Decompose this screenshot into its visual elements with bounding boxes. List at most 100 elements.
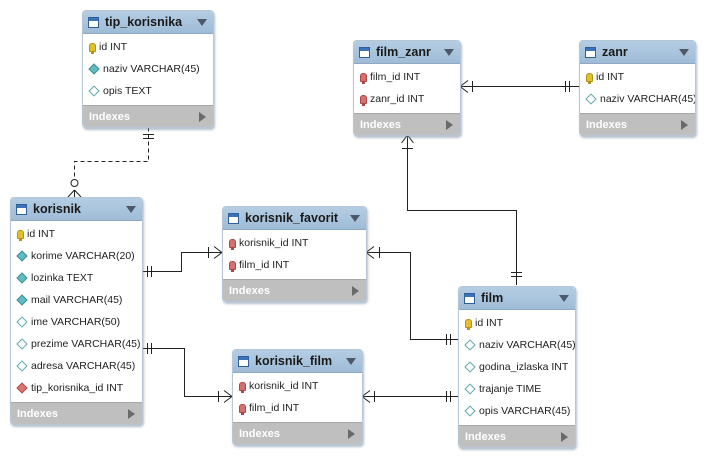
- entity-korisnik-favorit[interactable]: korisnik_favorit korisnik_id INT film_id…: [222, 206, 367, 302]
- entity-korisnik-film[interactable]: korisnik_film korisnik_id INT film_id IN…: [232, 349, 363, 445]
- nullable-column-icon: [464, 361, 476, 373]
- primary-key-icon: [586, 72, 593, 84]
- collapse-arrow-icon[interactable]: [197, 18, 207, 26]
- column-label: korisnik_id INT: [239, 237, 309, 249]
- column-row[interactable]: korisnik_id INT: [233, 375, 362, 397]
- entity-header[interactable]: korisnik_favorit: [223, 207, 366, 230]
- column-row[interactable]: id INT: [459, 312, 575, 334]
- nullable-column-icon: [464, 339, 476, 351]
- column-row[interactable]: id INT: [11, 223, 142, 245]
- column-row[interactable]: korime VARCHAR(20): [11, 245, 142, 267]
- column-list: id INT naziv VARCHAR(45) opis TEXT: [83, 34, 213, 105]
- column-label: korime VARCHAR(20): [31, 250, 135, 262]
- column-label: id INT: [475, 317, 504, 329]
- indexes-section[interactable]: Indexes: [580, 113, 695, 135]
- column-row[interactable]: lozinka TEXT: [11, 267, 142, 289]
- column-row[interactable]: id INT: [83, 36, 213, 58]
- collapse-arrow-icon[interactable]: [350, 214, 360, 222]
- entity-header[interactable]: film_zanr: [354, 41, 460, 64]
- foreign-primary-key-icon: [239, 403, 246, 415]
- column-label: naziv VARCHAR(45): [479, 339, 576, 351]
- column-row[interactable]: film_id INT: [223, 254, 366, 276]
- nullable-column-icon: [585, 93, 597, 105]
- foreign-primary-key-icon: [229, 238, 236, 250]
- collapse-arrow-icon[interactable]: [679, 48, 689, 56]
- entity-title: korisnik: [33, 202, 81, 216]
- column-row[interactable]: film_id INT: [354, 66, 460, 88]
- column-row[interactable]: trajanje TIME: [459, 378, 575, 400]
- entity-header[interactable]: zanr: [580, 41, 695, 64]
- indexes-section[interactable]: Indexes: [354, 113, 460, 135]
- column-label: ime VARCHAR(50): [31, 316, 121, 328]
- collapse-arrow-icon[interactable]: [126, 205, 136, 213]
- indexes-section[interactable]: Indexes: [83, 105, 213, 127]
- column-list: id INT naziv VARCHAR(45) godina_izlaska …: [459, 310, 575, 425]
- entity-title: tip_korisnika: [105, 15, 183, 29]
- nullable-column-icon: [16, 360, 28, 372]
- not-null-column-icon: [16, 272, 28, 284]
- column-row[interactable]: prezime VARCHAR(45): [11, 333, 142, 355]
- indexes-section[interactable]: Indexes: [223, 279, 366, 301]
- entity-title: film: [481, 291, 504, 305]
- expand-arrow-icon[interactable]: [128, 408, 135, 419]
- entity-zanr[interactable]: zanr id INT naziv VARCHAR(45) Indexes: [579, 40, 696, 136]
- collapse-arrow-icon[interactable]: [346, 357, 356, 365]
- not-null-column-icon: [88, 63, 100, 75]
- column-row[interactable]: film_id INT: [233, 397, 362, 419]
- column-row[interactable]: tip_korisnika_id INT: [11, 377, 142, 399]
- table-icon: [464, 292, 475, 304]
- expand-arrow-icon[interactable]: [681, 119, 688, 130]
- column-row[interactable]: adresa VARCHAR(45): [11, 355, 142, 377]
- column-label: prezime VARCHAR(45): [31, 338, 141, 350]
- expand-arrow-icon[interactable]: [446, 119, 453, 130]
- nullable-column-icon: [16, 316, 28, 328]
- table-icon: [359, 46, 370, 58]
- entity-tip-korisnika[interactable]: tip_korisnika id INT naziv VARCHAR(45) o…: [82, 10, 214, 128]
- column-label: lozinka TEXT: [31, 272, 94, 284]
- column-label: naziv VARCHAR(45): [600, 93, 696, 105]
- nullable-column-icon: [464, 383, 476, 395]
- column-label: film_id INT: [239, 259, 290, 271]
- column-list: korisnik_id INT film_id INT: [223, 230, 366, 279]
- column-row[interactable]: opis VARCHAR(45): [459, 400, 575, 422]
- column-list: id INT korime VARCHAR(20) lozinka TEXT m…: [11, 221, 142, 402]
- column-row[interactable]: mail VARCHAR(45): [11, 289, 142, 311]
- expand-arrow-icon[interactable]: [561, 431, 568, 442]
- indexes-section[interactable]: Indexes: [11, 402, 142, 424]
- indexes-section[interactable]: Indexes: [233, 422, 362, 444]
- column-row[interactable]: opis TEXT: [83, 80, 213, 102]
- expand-arrow-icon[interactable]: [199, 111, 206, 122]
- indexes-label: Indexes: [465, 430, 506, 443]
- expand-arrow-icon[interactable]: [352, 285, 359, 296]
- indexes-section[interactable]: Indexes: [459, 425, 575, 447]
- entity-header[interactable]: korisnik: [11, 198, 142, 221]
- entity-header[interactable]: film: [459, 287, 575, 310]
- column-row[interactable]: zanr_id INT: [354, 88, 460, 110]
- entity-title: korisnik_favorit: [245, 211, 339, 225]
- primary-key-icon: [17, 229, 24, 241]
- column-row[interactable]: korisnik_id INT: [223, 232, 366, 254]
- entity-header[interactable]: tip_korisnika: [83, 11, 213, 34]
- column-row[interactable]: godina_izlaska INT: [459, 356, 575, 378]
- entity-header[interactable]: korisnik_film: [233, 350, 362, 373]
- column-row[interactable]: naziv VARCHAR(45): [83, 58, 213, 80]
- column-row[interactable]: naziv VARCHAR(45): [580, 88, 695, 110]
- entity-film[interactable]: film id INT naziv VARCHAR(45) godina_izl…: [458, 286, 576, 448]
- table-icon: [16, 203, 27, 215]
- indexes-label: Indexes: [17, 407, 58, 420]
- indexes-label: Indexes: [89, 110, 130, 123]
- column-row[interactable]: ime VARCHAR(50): [11, 311, 142, 333]
- column-label: godina_izlaska INT: [479, 361, 569, 373]
- nullable-column-icon: [464, 405, 476, 417]
- column-row[interactable]: naziv VARCHAR(45): [459, 334, 575, 356]
- collapse-arrow-icon[interactable]: [559, 294, 569, 302]
- column-label: id INT: [27, 228, 56, 240]
- column-row[interactable]: id INT: [580, 66, 695, 88]
- column-label: film_id INT: [370, 71, 421, 83]
- collapse-arrow-icon[interactable]: [444, 48, 454, 56]
- entity-korisnik[interactable]: korisnik id INT korime VARCHAR(20) lozin…: [10, 197, 143, 425]
- foreign-primary-key-icon: [360, 94, 367, 106]
- column-label: adresa VARCHAR(45): [31, 360, 136, 372]
- expand-arrow-icon[interactable]: [348, 428, 355, 439]
- entity-film-zanr[interactable]: film_zanr film_id INT zanr_id INT Indexe…: [353, 40, 461, 136]
